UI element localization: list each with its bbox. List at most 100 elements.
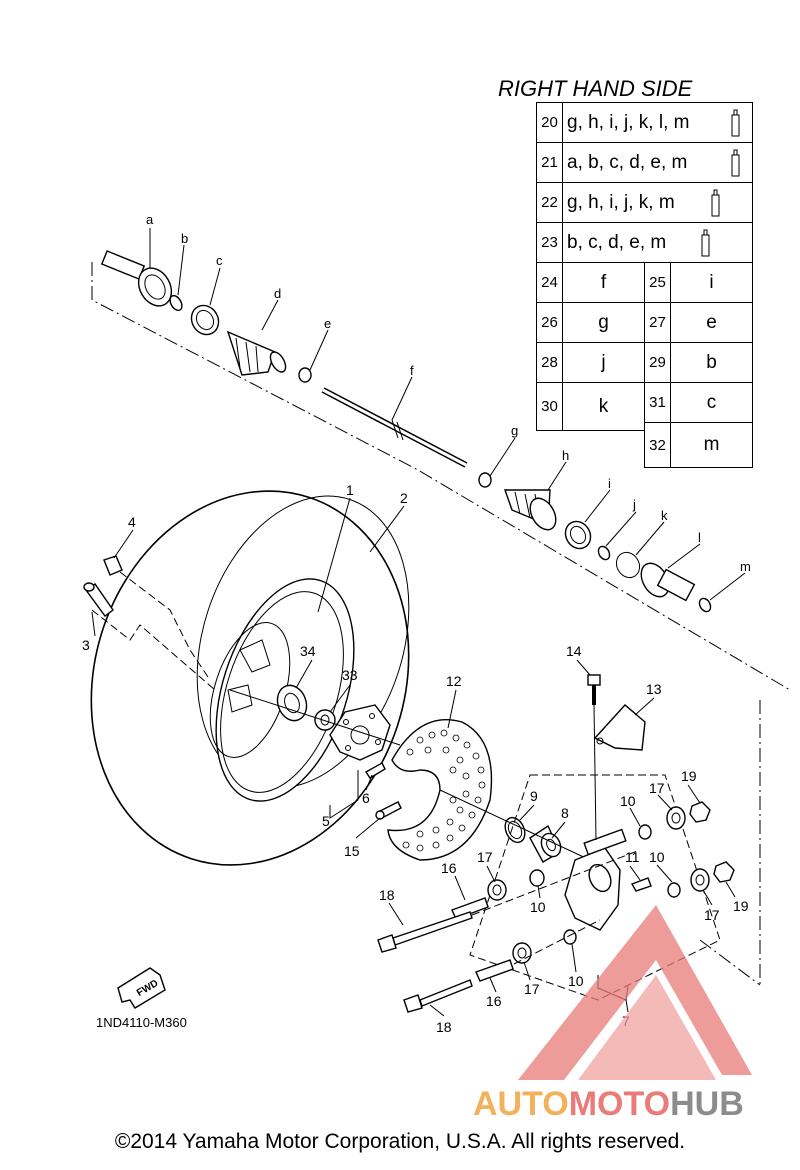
- legend-part: i: [709, 271, 714, 293]
- callout-9: 9: [530, 788, 538, 804]
- oil-seal-34: [276, 684, 308, 722]
- circlip-b: [169, 294, 183, 312]
- legend-pair-cell: 26 g: [536, 302, 645, 343]
- label-a: a: [146, 212, 154, 227]
- legend-number: 32: [645, 423, 671, 467]
- callout-3: 3: [82, 637, 90, 653]
- bracket-13: [593, 704, 646, 751]
- callout-18-lower: 18: [436, 1019, 452, 1035]
- callout-33: 33: [342, 667, 358, 683]
- oring-k: [615, 551, 641, 579]
- callout-11: 11: [625, 849, 640, 865]
- boundary-line-right-bottom: [699, 939, 761, 986]
- collar-10-upper: [638, 824, 652, 840]
- grease-tube-icon: [731, 149, 740, 177]
- nut-19-upper: [689, 801, 711, 823]
- callout-17-upper-left: 17: [477, 849, 493, 865]
- watermark-part-1: AUTO: [473, 1085, 569, 1123]
- collar-16-upper: [451, 897, 489, 920]
- collar-10-lower: [563, 929, 577, 945]
- circlip-j: [597, 545, 611, 561]
- legend-number: 24: [537, 263, 563, 302]
- callout-14: 14: [566, 643, 582, 659]
- legend-pair-cell: 29 b: [644, 342, 753, 383]
- callout-16-upper: 16: [441, 860, 457, 876]
- legend-kit-row: 21 a, b, c, d, e, m: [536, 142, 753, 183]
- callout-19-upper: 19: [681, 768, 697, 784]
- bolt-18-guide-line: [471, 849, 641, 916]
- grease-tube-icon: [701, 229, 710, 257]
- callout-1: 1: [346, 482, 354, 498]
- legend-pair-cell: 32 m: [644, 422, 753, 468]
- collar-10-right: [667, 882, 681, 898]
- band-c: [190, 304, 220, 336]
- legend-pair-cell: 30 k: [536, 382, 645, 431]
- legend-part: f: [600, 271, 607, 293]
- legend-kit-row: 22 g, h, i, j, k, m: [536, 182, 753, 223]
- label-f: f: [410, 363, 414, 378]
- seal-17-lower-left: [512, 942, 532, 964]
- legend-part: c: [706, 391, 717, 413]
- callout-10-right: 10: [649, 849, 665, 865]
- callout-2: 2: [400, 490, 408, 506]
- legend-kit-number: 21: [537, 143, 563, 182]
- label-b: b: [181, 231, 188, 246]
- callout-17-lower-left: 17: [524, 981, 540, 997]
- collar-16-lower: [475, 959, 514, 982]
- boot-h: [504, 489, 557, 531]
- label-e: e: [324, 316, 331, 331]
- callout-8: 8: [561, 805, 569, 821]
- callout-10-lower: 10: [568, 973, 584, 989]
- legend-number: 30: [537, 383, 563, 430]
- band-g: [478, 472, 492, 488]
- callout-5: 5: [322, 813, 330, 829]
- label-k: k: [661, 508, 668, 523]
- watermark-logo-icon: [518, 905, 752, 1080]
- bearing-8: [529, 824, 562, 863]
- grease-tube-icon: [731, 109, 740, 137]
- callout-10-left: 10: [530, 899, 546, 915]
- legend-number: 26: [537, 303, 563, 342]
- legend-number: 29: [645, 343, 671, 382]
- legend-kit-parts: a, b, c, d, e, m: [567, 151, 688, 173]
- legend-number: 31: [645, 383, 671, 422]
- legend-number: 25: [645, 263, 671, 302]
- callout-12: 12: [446, 673, 462, 689]
- callout-13: 13: [646, 681, 662, 697]
- valve-cap-guide-line: [119, 571, 211, 681]
- valve-3: [83, 582, 114, 617]
- grease-tube-icon: [711, 189, 720, 217]
- label-j: j: [632, 497, 636, 512]
- copyright-text: ©2014 Yamaha Motor Corporation, U.S.A. A…: [114, 1130, 686, 1153]
- bolt-18-lower-guide-line: [513, 919, 601, 965]
- legend-kit-number: 22: [537, 183, 563, 222]
- seal-17-lower-right: [690, 868, 710, 892]
- callout-10-upper: 10: [620, 793, 636, 809]
- legend-title: RIGHT HAND SIDE: [498, 76, 693, 101]
- legend-pair-cell: 24 f: [536, 262, 645, 303]
- bolt-14-guide-line: [593, 704, 597, 841]
- outer-cv-joint-a: [100, 250, 173, 307]
- bolt-18-upper: [377, 911, 473, 953]
- diagram-code: 1ND4110-M360: [96, 1015, 187, 1030]
- callout-19-lower: 19: [733, 898, 749, 914]
- boundary-line-upper: [91, 262, 791, 691]
- legend-kit-row: 20 g, h, i, j, k, l, m: [536, 102, 753, 143]
- watermark-part-3: HUB: [670, 1085, 744, 1123]
- label-h: h: [562, 448, 569, 463]
- legend-pair-cell: 25 i: [644, 262, 753, 303]
- knuckle-group-outline: [469, 774, 721, 1001]
- label-c: c: [216, 253, 223, 268]
- callout-17-lower-right: 17: [704, 907, 720, 923]
- legend-part: m: [703, 434, 720, 455]
- legend-kit-parts: b, c, d, e, m: [567, 231, 667, 253]
- callout-6: 6: [362, 790, 370, 806]
- legend-pair-cell: 28 j: [536, 342, 645, 383]
- callout-17-upper-right: 17: [649, 780, 665, 796]
- nut-33: [314, 709, 336, 731]
- grease-nipple-11: [630, 877, 652, 892]
- circlip-m: [698, 597, 712, 613]
- seal-17-upper-left: [487, 879, 507, 901]
- axle-guide-line: [229, 689, 401, 746]
